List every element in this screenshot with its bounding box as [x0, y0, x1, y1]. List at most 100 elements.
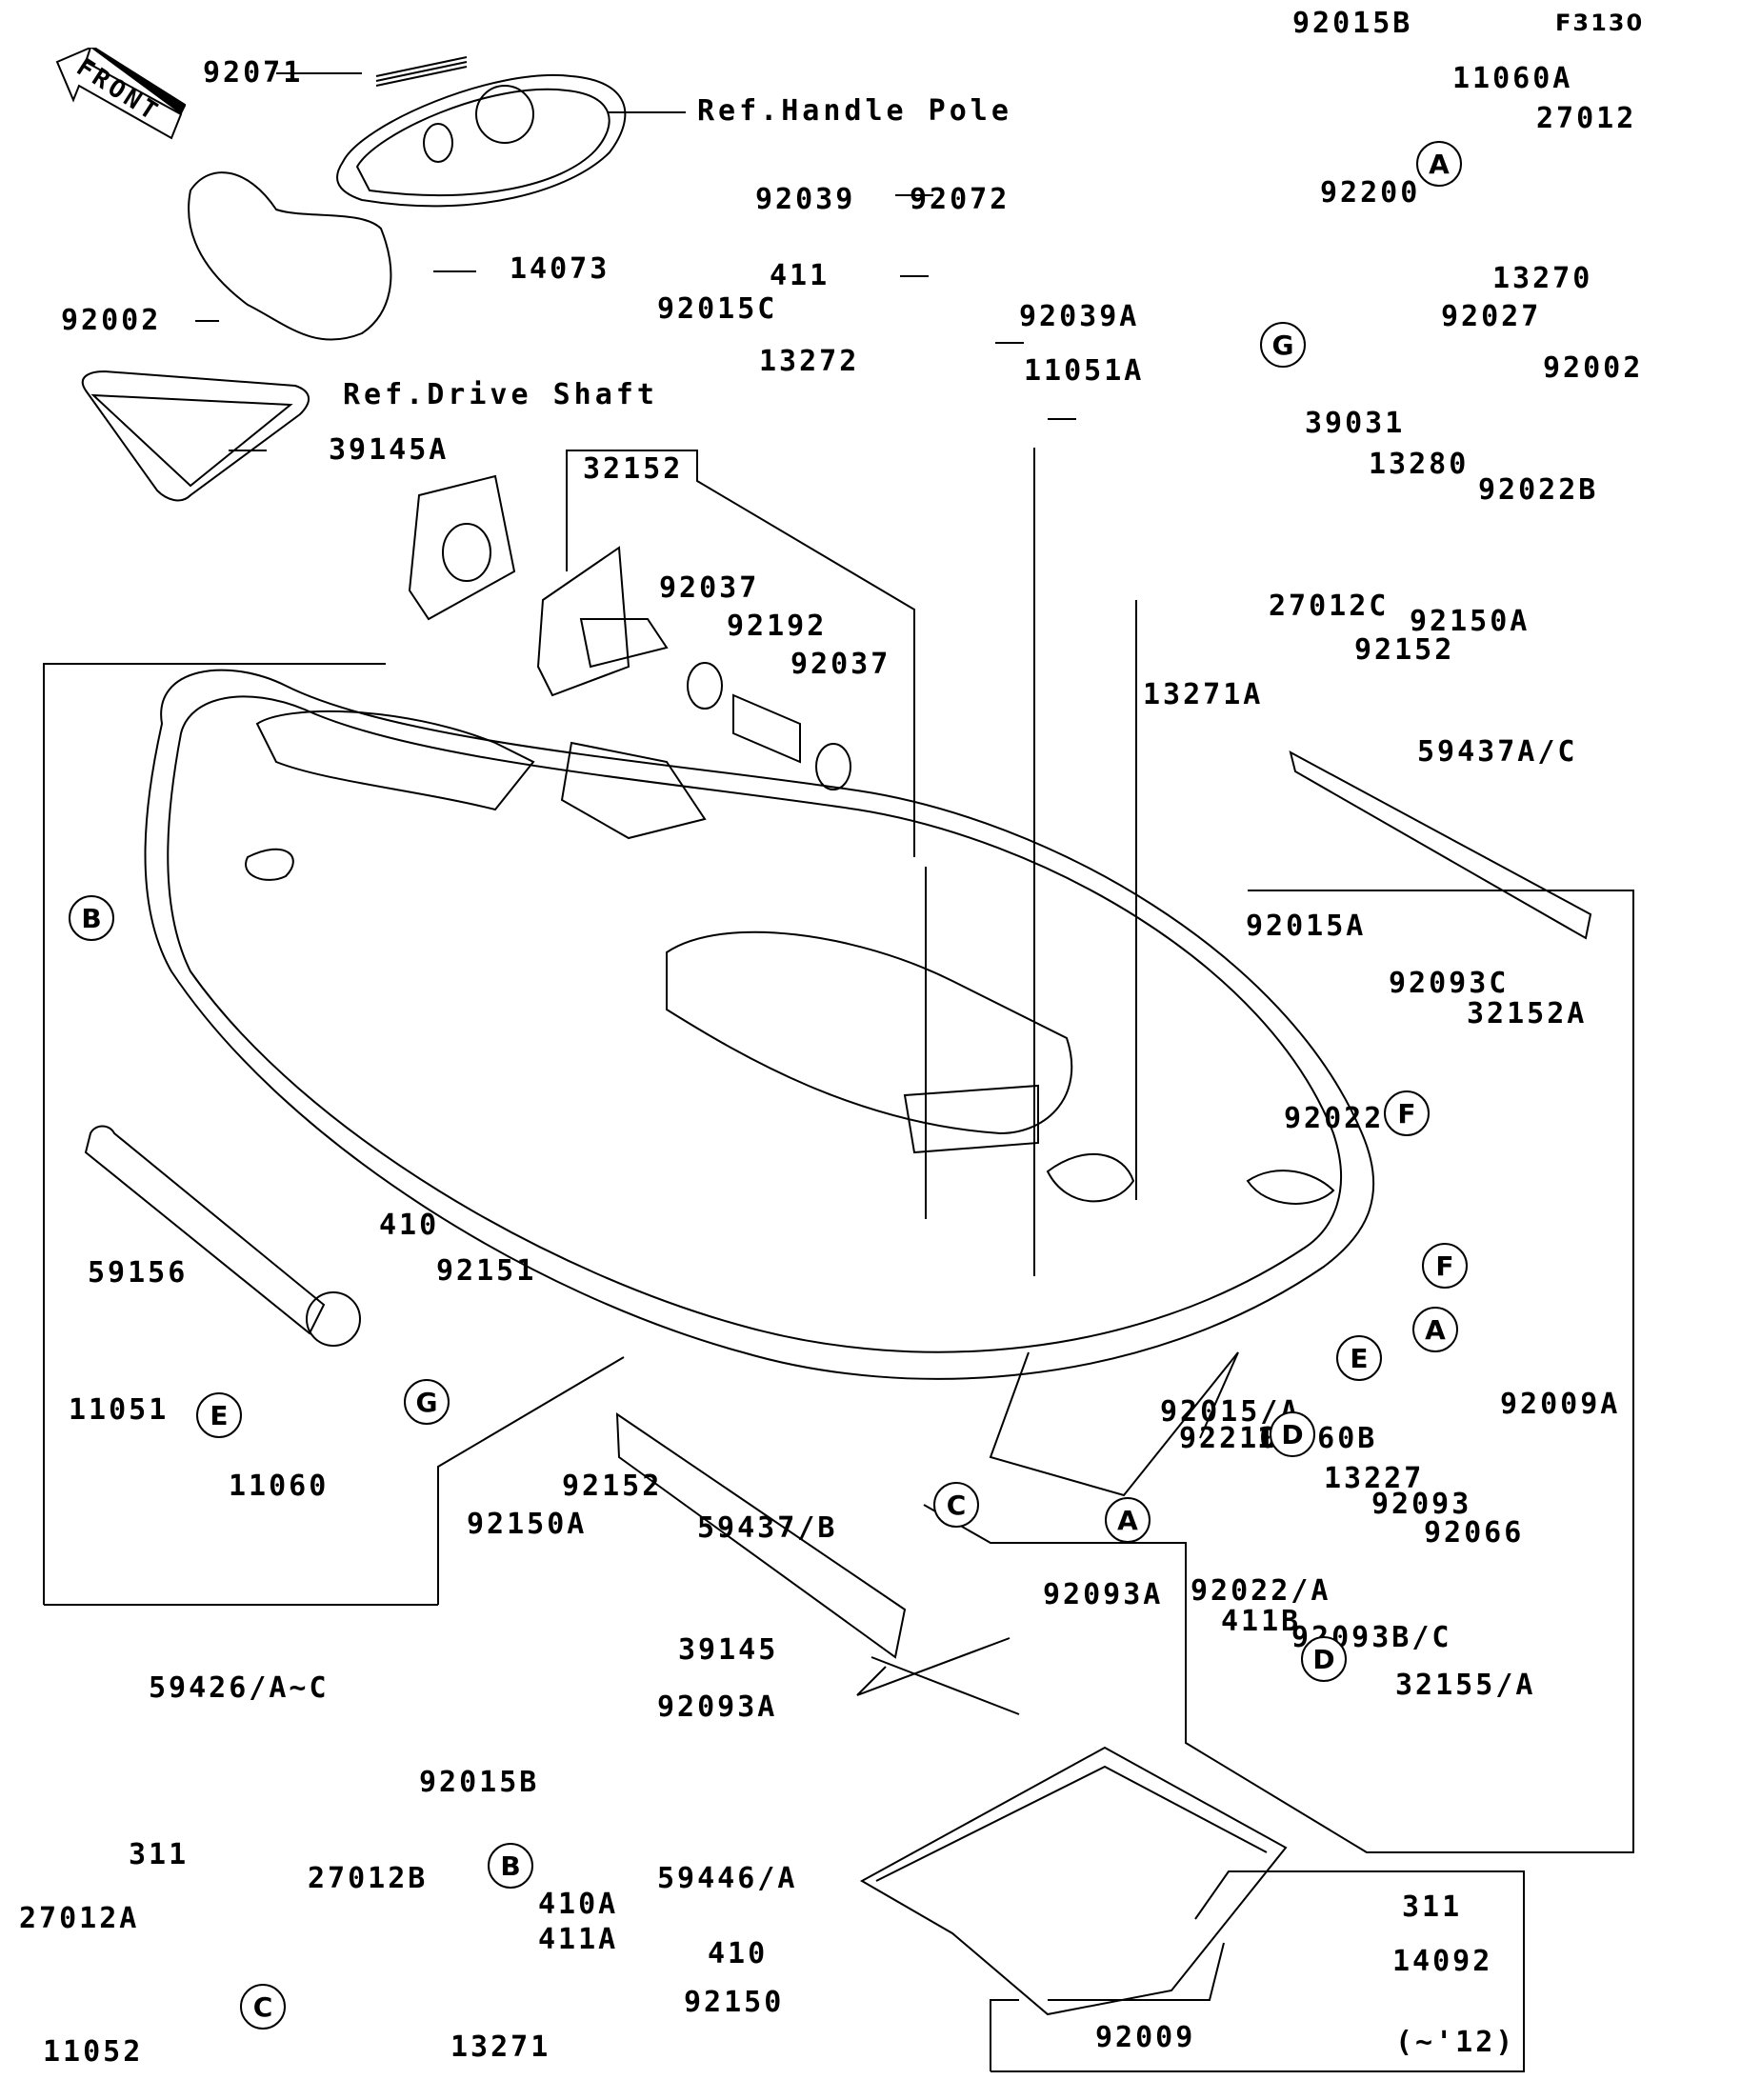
part-59156[interactable]: 59156 [88, 1256, 189, 1290]
group-box-right [923, 890, 1634, 1853]
part-92072[interactable]: 92072 [910, 183, 1011, 216]
plate-59446A [859, 1746, 1288, 2016]
part-92150A-left[interactable]: 92150A [467, 1508, 588, 1541]
part-92037[interactable]: 92037 [790, 648, 891, 681]
plate-inner [875, 1765, 1268, 1882]
part-92151[interactable]: 92151 [436, 1254, 537, 1288]
callout-letter: E [1350, 1342, 1369, 1374]
part-92002-right[interactable]: 92002 [1543, 351, 1644, 385]
part-92015B-bottom[interactable]: 92015B [419, 1766, 540, 1799]
part-411[interactable]: 411 [770, 259, 830, 292]
part-92015B[interactable]: 92015B [1292, 7, 1413, 40]
grip-92071 [375, 56, 468, 87]
rail-59437B [615, 1412, 907, 1659]
part-13271[interactable]: 13271 [450, 2030, 551, 2064]
hull-body [144, 669, 1375, 1497]
leader-lines [195, 72, 1137, 1276]
flange-left [408, 474, 516, 621]
part-411B[interactable]: 411B [1221, 1605, 1302, 1638]
part-11051[interactable]: 11051 [69, 1393, 170, 1427]
cover-14073 [188, 171, 392, 341]
hose-92192 [732, 693, 801, 764]
part-410A[interactable]: 410A [538, 1888, 619, 1921]
part-92093A-left[interactable]: 92093A [657, 1690, 778, 1724]
part-92066[interactable]: 92066 [1424, 1516, 1525, 1550]
part-11060A[interactable]: 11060A [1452, 62, 1573, 95]
flange-59156 [306, 1291, 361, 1347]
part-92152-right[interactable]: 92152 [1354, 633, 1455, 667]
part-11051A[interactable]: 11051A [1024, 354, 1145, 388]
part-13272[interactable]: 13272 [759, 345, 860, 378]
part-27012B[interactable]: 27012B [308, 1862, 429, 1895]
part-92022-A[interactable]: 92022/A [1191, 1574, 1331, 1608]
part-92192[interactable]: 92192 [727, 610, 828, 643]
part-27012C[interactable]: 27012C [1269, 590, 1390, 623]
part-411A[interactable]: 411A [538, 1923, 619, 1956]
part-92015C[interactable]: 92015C [657, 292, 778, 326]
part-92009[interactable]: 92009 [1095, 2021, 1196, 2054]
part-311-left[interactable]: 311 [129, 1838, 190, 1871]
front-direction-marker: FRONT [52, 46, 187, 143]
ref-drive-shaft: Ref.Drive Shaft [343, 378, 658, 411]
part-92093[interactable]: 92093 [1371, 1488, 1472, 1521]
callout-f-mid: F [1384, 1090, 1430, 1136]
flange-tube [579, 618, 669, 669]
part-92039[interactable]: 92039 [755, 183, 856, 216]
part-32155-A[interactable]: 32155/A [1395, 1669, 1536, 1702]
callout-letter: E [210, 1399, 229, 1431]
part-92150[interactable]: 92150 [684, 1986, 785, 2019]
part-59437A-C[interactable]: 59437A/C [1417, 735, 1578, 769]
part-27012A[interactable]: 27012A [19, 1902, 140, 1935]
part-32152[interactable]: 32152 [583, 452, 684, 486]
part-13270[interactable]: 13270 [1492, 262, 1593, 295]
clamp-92037b [815, 743, 851, 790]
version-note: (~'12) [1395, 2026, 1516, 2059]
part-92150A-right[interactable]: 92150A [1410, 605, 1531, 638]
part-59437-B[interactable]: 59437/B [697, 1511, 838, 1545]
part-27012[interactable]: 27012 [1536, 102, 1637, 135]
part-92152-left[interactable]: 92152 [562, 1470, 663, 1503]
part-92039A[interactable]: 92039A [1019, 300, 1140, 333]
part-92210[interactable]: 92210 [1179, 1422, 1280, 1455]
part-39145[interactable]: 39145 [678, 1633, 779, 1667]
part-410[interactable]: 410 [379, 1209, 440, 1242]
part-92027[interactable]: 92027 [1441, 300, 1542, 333]
pipe-59156 [84, 1125, 326, 1335]
part-92071[interactable]: 92071 [203, 56, 304, 90]
part-92022B[interactable]: 92022B [1478, 473, 1599, 507]
clamp-92037a [687, 662, 723, 710]
part-14073[interactable]: 14073 [510, 252, 610, 286]
callout-g-top: G [1260, 322, 1306, 368]
part-39031[interactable]: 39031 [1305, 407, 1406, 440]
part-59426-A-C[interactable]: 59426/A~C [149, 1671, 330, 1705]
part-14092[interactable]: 14092 [1392, 1945, 1493, 1978]
callout-letter: D [1312, 1643, 1335, 1675]
part-92015A[interactable]: 92015A [1246, 910, 1367, 943]
part-13227[interactable]: 13227 [1324, 1462, 1425, 1495]
callout-b-hull: B [69, 895, 114, 941]
callout-d-hull: D [1270, 1411, 1315, 1457]
part-59446-A[interactable]: 59446/A [657, 1862, 798, 1895]
callout-letter: B [81, 902, 102, 934]
part-13271A[interactable]: 13271A [1143, 678, 1264, 711]
part-13280[interactable]: 13280 [1369, 448, 1470, 481]
rail-59437AC [1289, 750, 1592, 940]
part-311-right[interactable]: 311 [1402, 1890, 1463, 1924]
part-39145A[interactable]: 39145A [329, 433, 450, 467]
callout-a-hull: A [1412, 1307, 1458, 1352]
callout-e-left: E [196, 1392, 242, 1438]
part-92009A[interactable]: 92009A [1500, 1388, 1621, 1421]
part-11060[interactable]: 11060 [229, 1470, 330, 1503]
part-92200[interactable]: 92200 [1320, 176, 1421, 210]
figure-code: F3130 [1555, 10, 1645, 36]
callout-letter: G [415, 1386, 438, 1418]
part-92002[interactable]: 92002 [61, 304, 162, 337]
callout-letter: A [1425, 1313, 1446, 1346]
part-410-bottom[interactable]: 410 [708, 1937, 769, 1970]
part-11052[interactable]: 11052 [43, 2035, 144, 2069]
part-32152A[interactable]: 32152A [1467, 997, 1588, 1030]
part-92022[interactable]: 92022 [1284, 1102, 1385, 1135]
part-92037[interactable]: 92037 [659, 571, 760, 605]
part-92093A-right[interactable]: 92093A [1043, 1578, 1164, 1611]
part-92093C[interactable]: 92093C [1389, 967, 1510, 1000]
